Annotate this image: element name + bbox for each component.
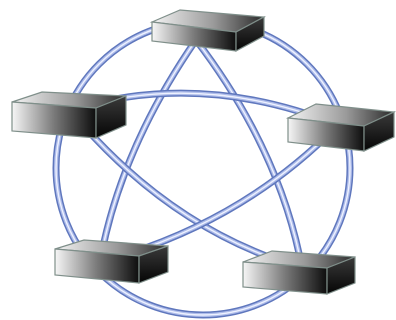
device-bottom-right[interactable]	[243, 251, 355, 294]
device-bottom-left[interactable]	[55, 240, 168, 283]
device-right[interactable]	[288, 104, 394, 151]
link-top-to-bottom-left	[100, 40, 196, 262]
device-top[interactable]	[152, 10, 264, 51]
device-left[interactable]	[12, 92, 126, 138]
